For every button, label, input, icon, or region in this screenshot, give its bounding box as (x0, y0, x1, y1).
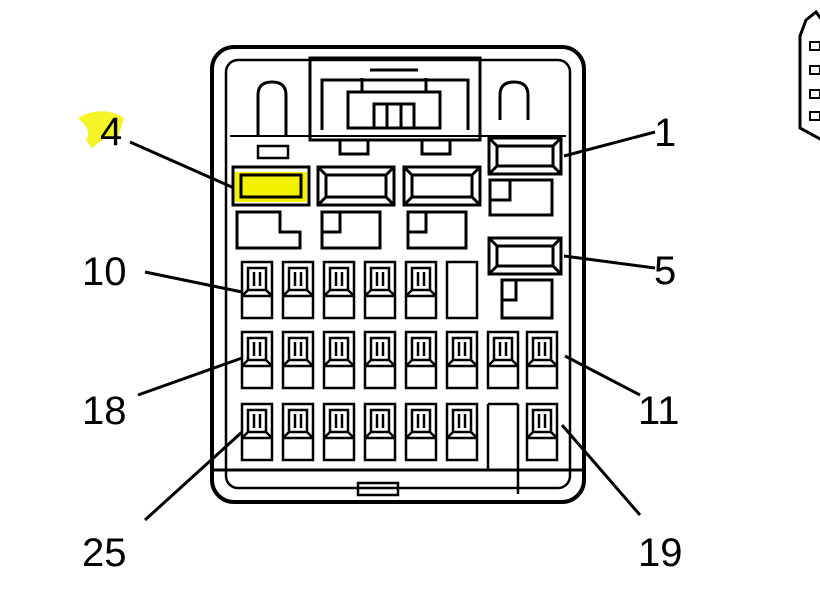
left-ear (256, 80, 288, 136)
small-pin-cavity (281, 260, 315, 320)
small-pin-cavity (322, 260, 356, 320)
small-pin-cavity (525, 330, 559, 390)
small-pin-cavities (240, 260, 559, 462)
small-pin-cavity (281, 330, 315, 390)
leader-18 (137, 356, 243, 397)
pin-labels: 4 1 5 10 11 18 19 25 (82, 110, 683, 575)
latch-inner (320, 78, 470, 130)
leader-1 (563, 130, 656, 158)
leader-25 (143, 430, 244, 522)
small-pin-cavity (363, 260, 397, 320)
small-pin-cavity (363, 330, 397, 390)
label-pin-10: 10 (82, 250, 127, 294)
polarity-slot (256, 144, 290, 160)
small-pin-cavity (486, 330, 520, 390)
latch-foot-left (338, 138, 370, 156)
small-pin-cavity (240, 260, 274, 320)
pin-5-cavity (487, 236, 563, 320)
pin-1-cavity (487, 136, 563, 217)
latch-body (346, 90, 442, 130)
cavity-partitions (445, 260, 520, 494)
leader-10 (144, 270, 243, 294)
small-pin-cavity (404, 402, 438, 462)
pin-3-cavity (316, 165, 396, 250)
connector-housing (210, 45, 586, 504)
housing-outline (210, 45, 586, 504)
small-pin-cavity (404, 330, 438, 390)
label-pin-4: 4 (100, 110, 122, 154)
leader-11 (564, 354, 641, 397)
pin-2-cavity (402, 165, 482, 250)
small-pin-cavity (445, 330, 479, 390)
label-pin-1: 1 (654, 111, 676, 155)
bottom-key (356, 481, 400, 497)
leader-19 (560, 424, 642, 516)
small-pin-cavity (404, 260, 438, 320)
small-pin-cavity (240, 402, 274, 462)
label-pin-19: 19 (638, 531, 683, 575)
label-4-highlight (78, 111, 124, 148)
small-pin-cavity (322, 330, 356, 390)
latch-tab (360, 68, 428, 92)
leader-4 (129, 140, 235, 190)
blank-cavity (445, 260, 479, 320)
large-pins-top-row (231, 136, 563, 320)
locking-latch (256, 56, 482, 160)
adjacent-connector-partial (798, 9, 820, 141)
small-pin-cavity (363, 402, 397, 462)
small-pin-cavity (240, 330, 274, 390)
right-ear (498, 80, 530, 120)
leader-lines (129, 130, 656, 522)
small-pin-cavity (445, 402, 479, 462)
label-pin-5: 5 (654, 249, 676, 293)
small-pin-cavity (281, 402, 315, 462)
label-pin-25: 25 (82, 531, 127, 575)
small-pin-cavity (525, 402, 559, 462)
latch-foot-right (420, 138, 452, 156)
small-pin-cavity (322, 402, 356, 462)
label-pin-11: 11 (638, 389, 680, 433)
label-pin-18: 18 (82, 389, 127, 433)
leader-5 (563, 254, 656, 270)
latch-window (372, 102, 416, 130)
